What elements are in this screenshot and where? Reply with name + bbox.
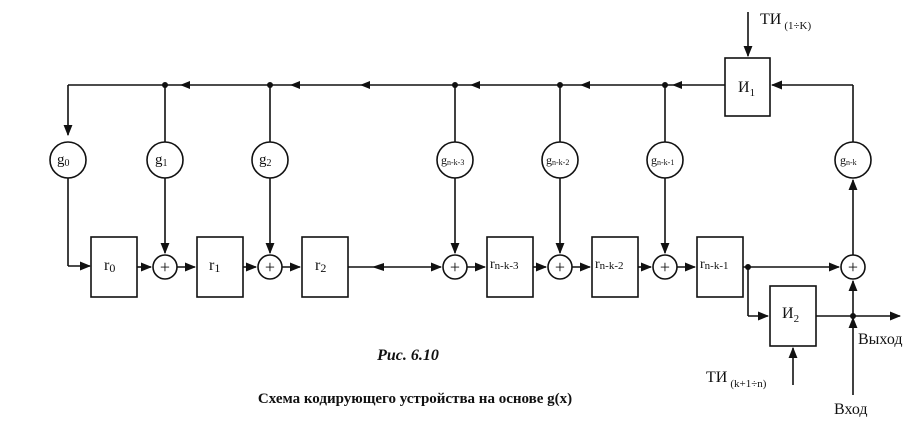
output-label: Выход [858,331,903,348]
svg-text:rn-k-2: rn-k-2 [595,257,624,272]
svg-text:g0: g0 [57,152,70,169]
ti2-main: ТИ [706,369,728,386]
register-r1: r1 [196,236,244,298]
register-r2: r2 [301,236,349,298]
ti1-main: ТИ [760,11,782,28]
coef-main: g [57,152,65,168]
svg-text:r2: r2 [315,257,326,275]
adder-3: + [442,254,468,280]
coef-sub: 0 [65,158,70,169]
svg-text:gn-k-3: gn-k-3 [441,153,464,167]
coef-main: g [259,152,267,168]
reg-main: r [104,257,110,274]
svg-text:rn-k-1: rn-k-1 [700,257,729,272]
coef-main: g [546,153,552,167]
coef-gnk2: gn-k-2 [541,141,579,179]
coef-sub: n-k-1 [657,158,674,167]
register-rnk1: rn-k-1 [696,236,744,298]
coef-gnk1: gn-k-1 [646,141,684,179]
adder-symbol: + [160,257,170,277]
svg-text:g2: g2 [259,152,272,169]
svg-text:И2: И2 [782,305,799,325]
adder-symbol: + [265,257,275,277]
coef-main: g [840,153,846,167]
reg-main: r [700,257,705,272]
ti2-sub: (k+1÷n) [730,378,766,390]
svg-text:rn-k-3: rn-k-3 [490,257,519,272]
reg-main: r [209,257,215,274]
coef-sub: 1 [163,158,168,169]
reg-main: r [490,257,495,272]
svg-text:r1: r1 [209,257,220,275]
coef-sub: 2 [267,158,272,169]
adder-symbol: + [555,257,565,277]
reg-sub: 2 [320,261,326,275]
and2-main: И [782,305,794,322]
adder-1: + [152,254,178,280]
and-gate-2: И2 [769,285,817,347]
svg-text:gn-k-2: gn-k-2 [546,153,569,167]
and1-sub: 1 [750,87,756,99]
coef-g1: g1 [146,141,184,179]
adder-out: + [840,254,866,280]
figure-description: Схема кодирующего устройства на основе g… [258,391,572,407]
svg-text:gn-k: gn-k [840,153,857,167]
coef-sub: n-k [846,158,857,167]
reg-sub: 0 [109,261,115,275]
adder-symbol: + [660,257,670,277]
figure-title: Рис. 6.10 [376,347,439,364]
coef-sub: n-k-3 [447,158,464,167]
adder-4: + [547,254,573,280]
reg-sub: n-k-1 [705,260,729,272]
clock-ti1: ТИ(1÷K) [743,11,811,58]
svg-text:ТИ(1÷K): ТИ(1÷K) [760,11,811,32]
coef-g0: g0 [49,141,87,179]
reg-sub: n-k-3 [495,260,519,272]
coef-main: g [155,152,163,168]
clock-ti2: ТИ(k+1÷n) [706,369,767,390]
and-gate-1: И1 [724,57,771,117]
register-rnk3: rn-k-3 [486,236,534,298]
register-rnk2: rn-k-2 [591,236,639,298]
reg-main: r [315,257,321,274]
coef-sub: n-k-2 [552,158,569,167]
and2-sub: 2 [794,313,800,325]
and1-main: И [738,79,750,96]
ti1-sub: (1÷K) [784,20,811,32]
adder-symbol: + [848,257,858,277]
svg-text:g1: g1 [155,152,168,169]
coef-gnk3: gn-k-3 [436,141,474,179]
adder-2: + [257,254,283,280]
reg-sub: n-k-2 [600,260,624,272]
svg-text:r0: r0 [104,257,115,275]
coef-main: g [651,153,657,167]
svg-text:И1: И1 [738,79,755,99]
reg-sub: 1 [214,261,220,275]
coef-g2: g2 [251,141,289,179]
adder-symbol: + [450,257,460,277]
svg-text:gn-k-1: gn-k-1 [651,153,674,167]
feedback-bus [63,81,725,142]
reg-main: r [595,257,600,272]
input-label: Вход [834,401,868,418]
adder-5: + [652,254,678,280]
coef-main: g [441,153,447,167]
coef-gnk: gn-k [834,141,872,179]
register-r0: r0 [90,236,138,298]
